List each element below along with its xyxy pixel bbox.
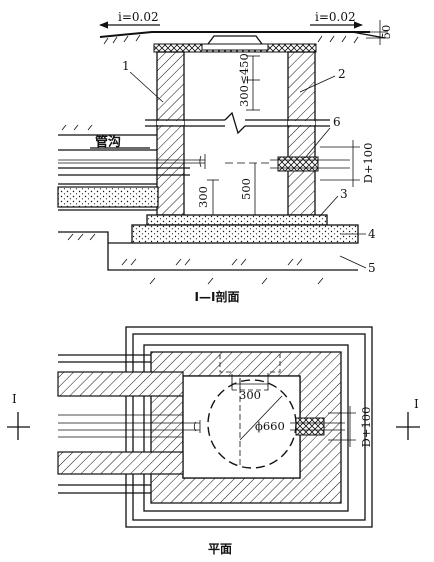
right-pipe: [270, 156, 350, 172]
callout-5: 5: [368, 261, 376, 275]
pipe-trench-label: 管沟: [95, 134, 121, 150]
cut-mark-left: I: [7, 392, 30, 440]
dim-500: 500: [239, 178, 253, 200]
trench-base: [57, 186, 159, 208]
dim-300-lower: 300: [196, 186, 210, 208]
plan-dim-300: 300: [239, 388, 261, 402]
svg-text:I: I: [12, 392, 17, 406]
plan-dim-phi660: ϕ660: [255, 419, 285, 433]
left-wall: [156, 51, 185, 216]
cut-mark-right: I: [396, 397, 420, 440]
pipe-trench: [57, 124, 206, 211]
callout-2: 2: [338, 67, 346, 81]
callout-3: 3: [340, 187, 348, 201]
plan-dim-d100: D+100: [359, 407, 373, 448]
ground-ticks-top: [103, 34, 359, 45]
callout-4: 4: [368, 227, 376, 241]
trench-ticks: [61, 124, 93, 131]
plan-caption: 平面: [208, 542, 232, 556]
dim-d100-section: D+100: [361, 143, 375, 184]
plan-circle: [207, 379, 297, 469]
section-caption: I—I剖面: [195, 289, 240, 304]
svg-text:I: I: [414, 397, 419, 411]
dim-50: 50: [379, 25, 393, 40]
grate-cover: [207, 35, 263, 45]
right-wall: [287, 51, 316, 216]
callout-6: 6: [333, 115, 341, 129]
callouts: 1 2 3 4 5 6: [122, 59, 376, 275]
section-view: i=0.02 i=0.02 50 ≤450 300: [57, 10, 393, 304]
plan-view: 300 ϕ660 D+100 I I 平面: [7, 326, 420, 556]
slope-left-label: i=0.02: [118, 10, 159, 24]
plan-grate-outline: [219, 354, 281, 391]
plan-chamber: [182, 375, 301, 479]
dim-le450: ≤450: [237, 53, 251, 85]
plan-right-pipe: [290, 417, 345, 436]
ground-slope-right: [351, 31, 386, 39]
ground-surface: [99, 31, 370, 38]
callout-1: 1: [122, 59, 130, 73]
slope-right-label: i=0.02: [315, 10, 356, 24]
soil-boundary: [58, 231, 358, 271]
plan-outer-frame: [125, 326, 373, 528]
base-slab: [146, 214, 328, 226]
cushion-layer: [131, 224, 359, 244]
plan-left-pipes: [57, 354, 201, 494]
soil-ticks: [67, 233, 324, 285]
dim-300-upper: 300: [237, 85, 251, 107]
